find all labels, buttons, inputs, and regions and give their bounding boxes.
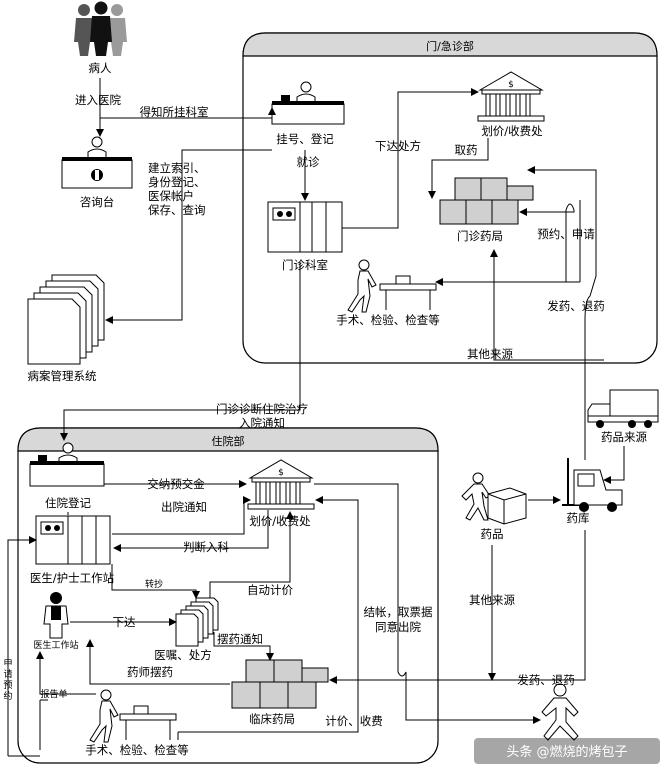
records-icon xyxy=(27,274,105,365)
dispense-return-out-label: 发药、退药 xyxy=(547,299,605,313)
clinic-room-icon xyxy=(267,201,343,253)
admission-desk-icon xyxy=(29,442,105,487)
admission-label: 住院登记 xyxy=(45,496,91,510)
settle-line-1: 结帐，取票据 xyxy=(364,605,433,619)
outpatient-admit-lines: 门诊诊断住院治疗 入院通知 xyxy=(216,402,308,430)
billing-out-label: 划价/收费处 xyxy=(481,124,543,138)
drugs-icon xyxy=(461,472,527,525)
issue-label: 下达 xyxy=(113,615,136,629)
judge-admit-label: 判断入科 xyxy=(183,540,229,554)
transcribe-label: 转抄 xyxy=(145,578,163,590)
register-desk-icon xyxy=(271,81,345,125)
surgery-out-icon xyxy=(347,259,437,313)
watermark: 头条 @燃烧的烤包子 xyxy=(474,738,660,764)
apply-reserve-char-2: 请 xyxy=(3,668,12,680)
apply-reserve-char-1: 申 xyxy=(3,657,12,669)
doctor-station-label: 医生工作站 xyxy=(33,639,78,651)
index-line-3: 医保帐户 xyxy=(148,189,194,203)
take-medicine-label: 取药 xyxy=(455,143,478,157)
register-label: 挂号、登记 xyxy=(276,132,334,146)
enter-hospital-label: 进入医院 xyxy=(75,93,121,107)
svg-text:$: $ xyxy=(278,468,284,478)
pharmacy-in-icon xyxy=(231,659,329,709)
auto-pricing-label: 自动计价 xyxy=(247,583,293,597)
patient-label: 病人 xyxy=(89,61,112,75)
index-line-2: 身份登记、 xyxy=(148,175,206,189)
surgery-in-icon xyxy=(89,689,177,743)
dispense-return-in-label: 发药、退药 xyxy=(517,673,575,687)
surgery-in-label: 手术、检验、检查等 xyxy=(85,743,189,757)
apply-reserve-char-4: 约 xyxy=(3,690,12,702)
outpatient-admit-line-1: 门诊诊断住院治疗 xyxy=(216,402,308,416)
apply-reserve-vertical: 申 请 预 约 xyxy=(3,657,12,702)
dispense-notice-label: 摆药通知 xyxy=(217,632,263,646)
records-label: 病案管理系统 xyxy=(28,369,97,383)
truck-icon xyxy=(587,389,659,428)
issue-prescription-label: 下达处方 xyxy=(375,139,421,153)
forklift-icon xyxy=(562,458,623,512)
billing-out-icon: $ xyxy=(477,71,545,122)
clinic-room-label: 门诊科室 xyxy=(282,258,328,272)
other-sources-mid-label: 其他来源 xyxy=(469,593,515,607)
pharmacy-out-icon xyxy=(439,177,534,225)
index-line-4: 保存、查询 xyxy=(148,203,206,217)
settle-lines: 结帐，取票据 同意出院 xyxy=(364,605,433,634)
drug-store-label: 药库 xyxy=(567,511,590,525)
connectors xyxy=(7,78,625,757)
pharmacist-dispense-label: 药师摆药 xyxy=(127,665,173,679)
drugs-label: 药品 xyxy=(481,527,504,541)
index-line-1: 建立索引、 xyxy=(148,161,206,175)
drug-source-label: 药品来源 xyxy=(601,430,647,444)
settle-line-2: 同意出院 xyxy=(375,620,421,634)
apply-reserve-char-3: 预 xyxy=(3,680,12,691)
reserve-apply-label: 预约、申请 xyxy=(537,227,595,241)
patients-icon xyxy=(74,1,127,56)
discharged-person-icon xyxy=(541,683,579,741)
pricing-charge-label: 计价、收费 xyxy=(325,714,383,728)
consult-desk-icon xyxy=(61,136,133,189)
outpatient-admit-line-2: 入院通知 xyxy=(239,416,285,430)
pharmacy-out-label: 门诊药局 xyxy=(457,229,503,243)
inpatient-region-title: 住院部 xyxy=(212,434,245,448)
consult-desk-label: 咨询台 xyxy=(80,195,115,209)
pharmacy-in-label: 临床药局 xyxy=(249,712,295,726)
emergency-region-title: 门/急诊部 xyxy=(426,39,474,53)
emergency-region: 门/急诊部 xyxy=(242,32,658,364)
nurse-station-label: 医生/护士工作站 xyxy=(30,571,115,585)
billing-in-icon: $ xyxy=(247,459,315,510)
watermark-text: 头条 @燃烧的烤包子 xyxy=(506,744,627,760)
learn-department-label: 得知所挂科室 xyxy=(140,105,209,119)
nurse-station-icon xyxy=(35,515,111,565)
deposit-label: 交纳预交金 xyxy=(147,477,205,491)
doctor-icon xyxy=(43,592,69,639)
svg-text:$: $ xyxy=(508,80,514,90)
other-sources-top-label: 其他来源 xyxy=(467,347,513,361)
discharge-notice-label: 出院通知 xyxy=(161,500,207,514)
index-lines: 建立索引、 身份登记、 医保帐户 保存、查询 xyxy=(148,161,206,217)
surgery-out-label: 手术、检验、检查等 xyxy=(336,313,440,327)
report-label: 报告单 xyxy=(40,688,67,700)
billing-in-label: 划价/收费处 xyxy=(249,514,311,528)
orders-label: 医嘱、处方 xyxy=(154,648,212,662)
see-doctor-label: 就诊 xyxy=(297,155,320,169)
orders-icon xyxy=(175,597,219,647)
